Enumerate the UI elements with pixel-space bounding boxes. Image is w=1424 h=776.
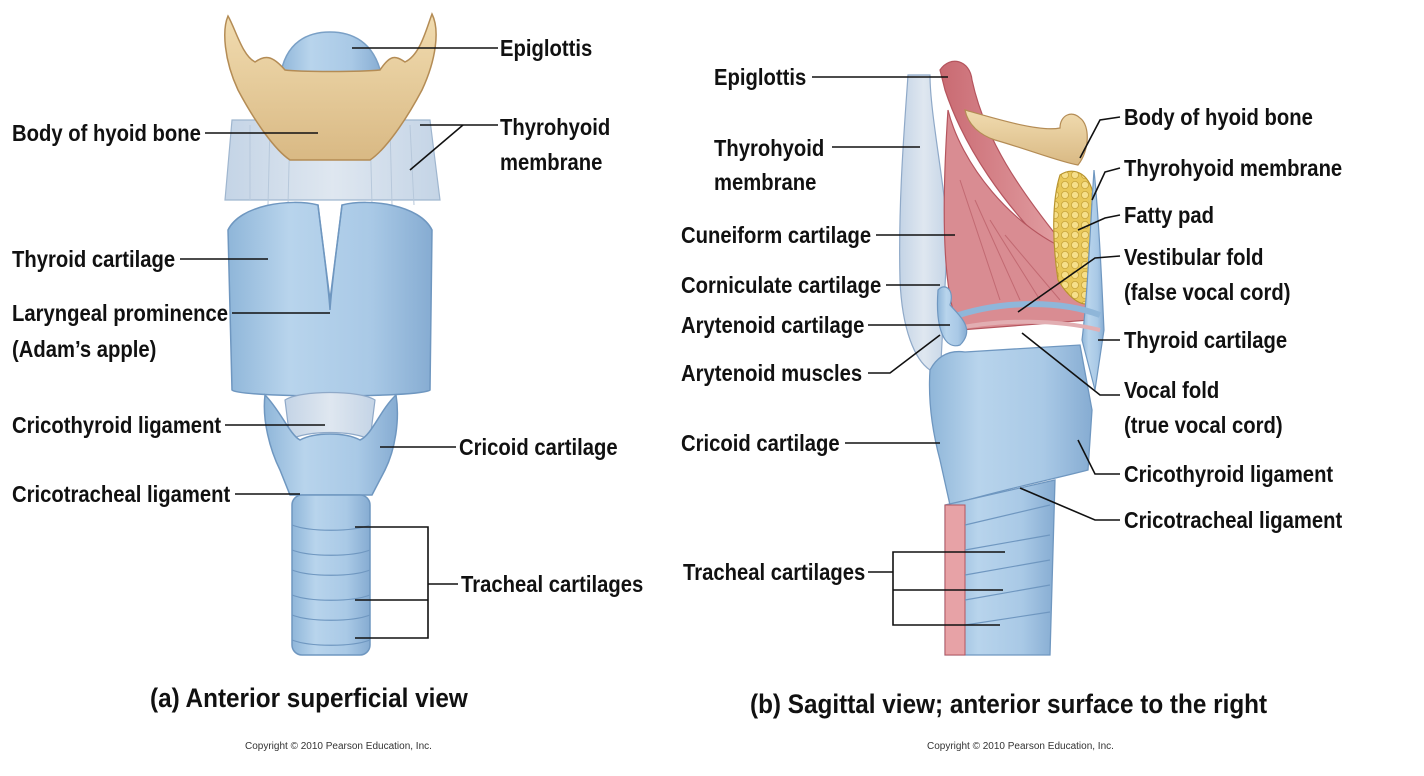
caption-anterior-view: (a) Anterior superficial view (150, 683, 468, 713)
label-corniculate-cartilage: Corniculate cartilage (681, 272, 882, 298)
label-cricothyroid-ligament-b: Cricothyroid ligament (1124, 461, 1334, 487)
epiglottis-shape (279, 31, 383, 79)
label-vocal-fold-line2: (true vocal cord) (1124, 412, 1283, 438)
hyoid-bone-shape (224, 12, 437, 161)
label-tracheal-cartilages-b: Tracheal cartilages (683, 559, 866, 585)
cricoid-cartilage-shape (263, 393, 399, 496)
label-vestibular-fold-line2: (false vocal cord) (1124, 279, 1291, 305)
label-body-of-hyoid-bone-a: Body of hyoid bone (12, 120, 201, 146)
sagittal-view-illustration (899, 60, 1105, 656)
label-thyrohyoid-membrane-a-line1: Thyrohyoid (500, 114, 611, 140)
label-vestibular-fold-line1: Vestibular fold (1124, 244, 1264, 270)
sagittal-hyoid-bone-shape (964, 109, 1088, 166)
label-thyrohyoid-membrane-a-line2: membrane (500, 149, 603, 175)
label-cricotracheal-ligament-a: Cricotracheal ligament (12, 481, 231, 507)
sagittal-leader-lines (812, 76, 1121, 626)
label-epiglottis-b: Epiglottis (714, 64, 807, 90)
label-arytenoid-cartilage: Arytenoid cartilage (681, 312, 865, 338)
label-cricoid-cartilage-a: Cricoid cartilage (459, 434, 618, 460)
label-arytenoid-muscles: Arytenoid muscles (681, 360, 863, 386)
label-body-of-hyoid-bone-b: Body of hyoid bone (1124, 104, 1313, 130)
sagittal-cricoid-cartilage-shape (928, 344, 1093, 506)
copyright-b: Copyright © 2010 Pearson Education, Inc. (927, 741, 1114, 752)
label-cuneiform-cartilage: Cuneiform cartilage (681, 222, 872, 248)
label-laryngeal-prominence-line2: (Adam’s apple) (12, 336, 157, 362)
label-thyrohyoid-membrane-b-line1: Thyrohyoid (714, 135, 825, 161)
label-laryngeal-prominence-line1: Laryngeal prominence (12, 300, 228, 326)
label-vocal-fold-line1: Vocal fold (1124, 377, 1220, 403)
label-fatty-pad: Fatty pad (1124, 202, 1214, 228)
thyroid-cartilage-shape (227, 201, 433, 397)
label-thyroid-cartilage-b: Thyroid cartilage (1124, 327, 1288, 353)
label-cricoid-cartilage-b: Cricoid cartilage (681, 430, 840, 456)
caption-sagittal-view: (b) Sagittal view; anterior surface to t… (750, 689, 1268, 719)
label-cricothyroid-ligament-a: Cricothyroid ligament (12, 412, 222, 438)
label-thyrohyoid-membrane-b-line2: membrane (714, 169, 817, 195)
fatty-pad-shape (1053, 170, 1095, 305)
sagittal-epiglottis-shape (939, 60, 1061, 251)
label-thyrohyoid-membrane-b-right: Thyrohyoid membrane (1124, 155, 1343, 181)
label-epiglottis-a: Epiglottis (500, 35, 593, 61)
anterior-leader-lines (180, 47, 498, 639)
label-cricotracheal-ligament-b: Cricotracheal ligament (1124, 507, 1343, 533)
cricothyroid-ligament-shape (284, 391, 376, 442)
anterior-view-illustration (224, 12, 441, 656)
label-tracheal-cartilages-a: Tracheal cartilages (461, 571, 644, 597)
label-thyroid-cartilage-a: Thyroid cartilage (12, 246, 176, 272)
copyright-a: Copyright © 2010 Pearson Education, Inc. (245, 741, 432, 752)
